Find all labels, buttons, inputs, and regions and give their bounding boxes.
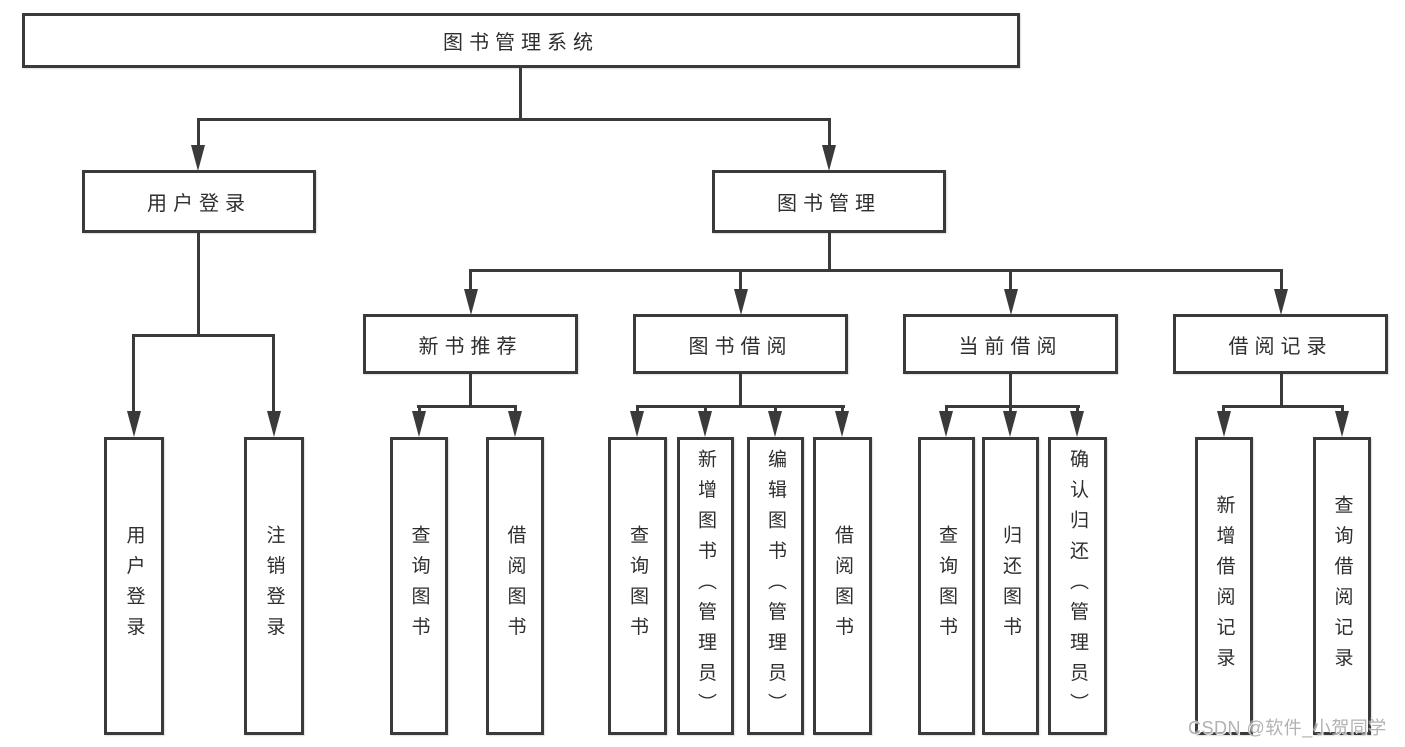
connector-line	[519, 68, 522, 120]
node-new-book-recommend: 新书推荐	[363, 314, 578, 374]
connector-line	[945, 405, 1080, 408]
node-borrow-records: 借阅记录	[1173, 314, 1388, 374]
node-library-management-system: 图书管理系统	[22, 13, 1020, 68]
leaf-query-books-recommend: 查询图书	[390, 437, 448, 735]
connector-arrowhead	[1004, 289, 1018, 315]
connector-line	[469, 269, 472, 289]
connector-line	[1280, 374, 1283, 407]
node-book-management: 图书管理	[712, 170, 946, 233]
connector-line	[841, 405, 844, 413]
connector-line	[514, 405, 517, 413]
connector-line	[1009, 269, 1012, 289]
connector-line	[132, 334, 135, 413]
connector-line	[1222, 405, 1225, 413]
connector-line	[132, 334, 275, 337]
leaf-borrow-books-recommend: 借阅图书	[486, 437, 544, 735]
connector-arrowhead	[412, 411, 426, 437]
connector-line	[197, 118, 831, 121]
connector-line	[417, 405, 517, 408]
connector-arrowhead	[127, 411, 141, 437]
connector-line	[1341, 405, 1344, 413]
connector-arrowhead	[1003, 411, 1017, 437]
leaf-return-books: 归还图书	[982, 437, 1039, 735]
connector-arrowhead	[267, 411, 281, 437]
leaf-query-borrow-record: 查询借阅记录	[1313, 437, 1371, 735]
connector-line	[828, 118, 831, 146]
leaf-user-login: 用户登录	[104, 437, 164, 735]
connector-line	[418, 405, 421, 413]
connector-arrowhead	[1274, 289, 1288, 315]
connector-line	[636, 405, 639, 413]
leaf-logout-login: 注销登录	[244, 437, 304, 735]
leaf-edit-book-admin: 编辑图书（管理员）	[747, 437, 804, 735]
connector-line	[469, 269, 1282, 272]
connector-line	[469, 374, 472, 407]
leaf-add-borrow-record: 新增借阅记录	[1195, 437, 1253, 735]
leaf-confirm-return-admin: 确认归还（管理员）	[1048, 437, 1107, 735]
connector-arrowhead	[822, 145, 836, 171]
connector-arrowhead	[1070, 411, 1084, 437]
connector-arrowhead	[768, 411, 782, 437]
connector-line	[828, 233, 831, 272]
connector-line	[1222, 405, 1344, 408]
connector-line	[636, 405, 845, 408]
connector-line	[197, 118, 200, 146]
connector-arrowhead	[508, 411, 522, 437]
connector-arrowhead	[734, 289, 748, 315]
connector-arrowhead	[630, 411, 644, 437]
connector-arrowhead	[939, 411, 953, 437]
leaf-query-books-current: 查询图书	[918, 437, 975, 735]
connector-line	[739, 269, 742, 289]
connector-line	[945, 405, 948, 413]
leaf-borrow-books: 借阅图书	[813, 437, 872, 735]
connector-line	[704, 405, 707, 413]
node-book-borrow: 图书借阅	[633, 314, 848, 374]
connector-line	[739, 374, 742, 407]
connector-arrowhead	[464, 289, 478, 315]
connector-arrowhead	[1217, 411, 1231, 437]
csdn-watermark: CSDN @软件_小贺同学	[1188, 718, 1387, 738]
leaf-add-book-admin: 新增图书（管理员）	[677, 437, 734, 735]
node-current-borrow: 当前借阅	[903, 314, 1118, 374]
connector-line	[1076, 405, 1079, 413]
connector-line	[1280, 269, 1283, 289]
connector-line	[774, 405, 777, 413]
node-user-login: 用户登录	[82, 170, 316, 233]
connector-line	[1009, 374, 1012, 407]
leaf-query-books-borrow: 查询图书	[608, 437, 667, 735]
connector-arrowhead	[191, 145, 205, 171]
connector-arrowhead	[835, 411, 849, 437]
connector-arrowhead	[1335, 411, 1349, 437]
connector-arrowhead	[698, 411, 712, 437]
connector-line	[1009, 405, 1012, 413]
connector-line	[197, 233, 200, 336]
connector-line	[272, 334, 275, 413]
